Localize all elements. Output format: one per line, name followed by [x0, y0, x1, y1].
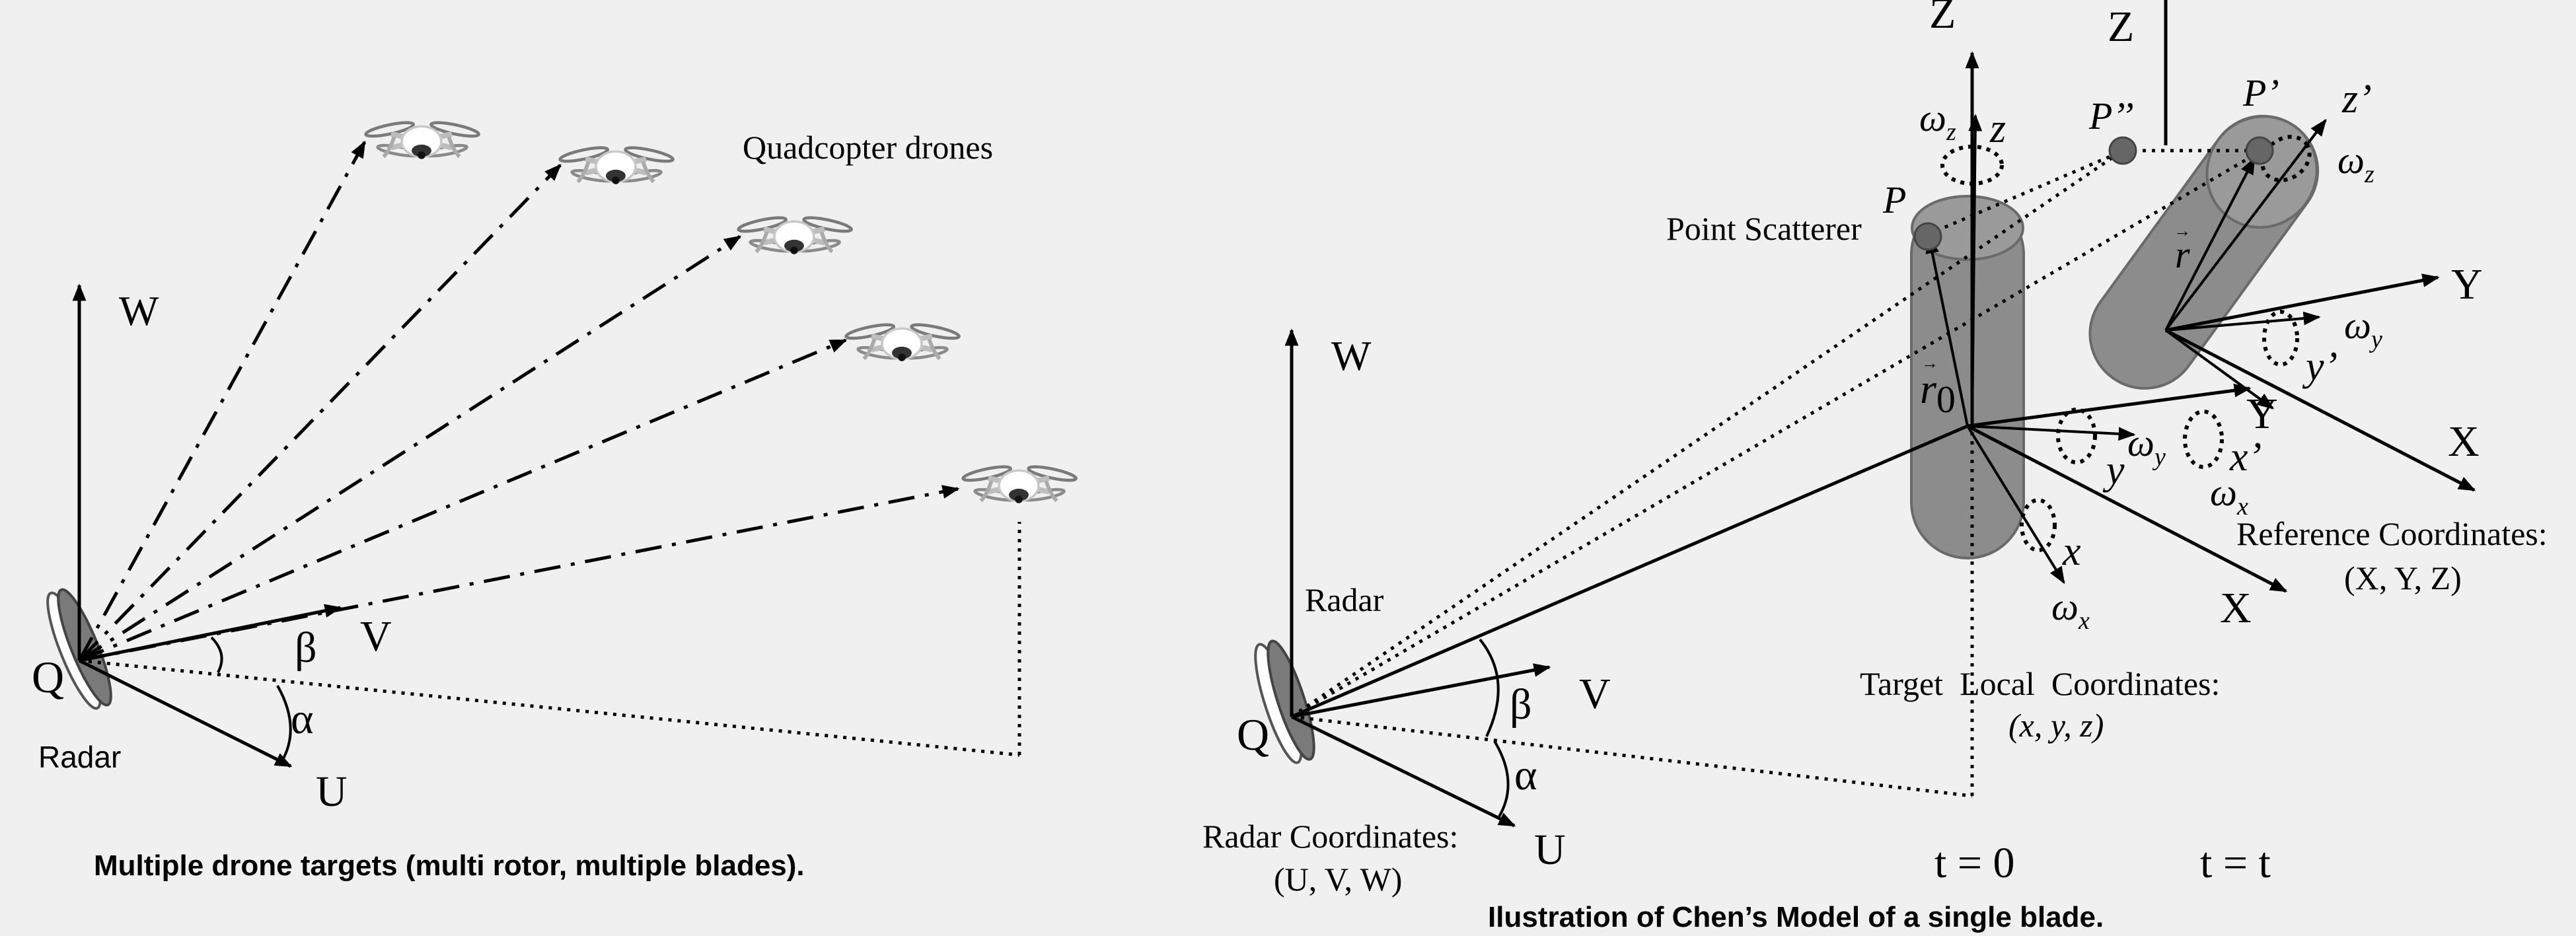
left-sightlines [77, 140, 960, 663]
right-axis-v-label: V [1579, 670, 1611, 718]
drone-icon [962, 464, 1077, 503]
local-axis-z-t [2164, 118, 2327, 332]
ref-x-t-label: X [2448, 417, 2480, 466]
local-axis-y-t [2165, 311, 2321, 332]
omega-z-t0-label: ωz [1919, 96, 1956, 146]
r0-arrow-label: → [1921, 353, 1938, 373]
local-x-t0-label: x [2062, 529, 2081, 574]
left-caption: Multiple drone targets (multi rotor, mul… [94, 849, 805, 882]
right-alpha-label: α [1514, 751, 1537, 799]
point-p [1913, 222, 1942, 251]
ref-y-t0-label: Y [2246, 390, 2278, 438]
local-x-prime-label: x’ [2229, 435, 2262, 480]
r0-vector-label: r0 [1920, 365, 1956, 421]
p-prime-label: P’ [2242, 71, 2279, 114]
drones-label: Quadcopter drones [743, 129, 993, 166]
drone-icon [737, 215, 852, 254]
rotation-indicators-t0 [1940, 145, 2097, 552]
right-axis-u [1290, 715, 1516, 828]
ref-axis-x-t [2164, 328, 2476, 492]
drone-icon [845, 322, 960, 361]
p-double-prime-label: P’’ [2088, 94, 2134, 137]
local-axis-z-t0 [1968, 114, 1983, 427]
time-t0-label: t = 0 [1934, 839, 2015, 887]
local-axis-x-t [2164, 329, 2275, 410]
left-axis-u-label: U [316, 768, 348, 816]
local-y-prime-label: y’ [2302, 344, 2337, 389]
p-label: P [1882, 178, 1906, 221]
left-axis-u [78, 659, 293, 768]
right-panel: W V U Q β α Radar Radar Coordinates: (U,… [1202, 0, 2548, 933]
radar-to-target-line [1291, 424, 1968, 719]
ref-axis-x-t0 [1966, 424, 2288, 593]
left-panel: W V U Q β α Radar Quadcopter drones Mult… [32, 120, 1077, 882]
right-origin-label: Q [1237, 709, 1269, 760]
ref-coords-title: Reference Coordinates: [2236, 515, 2548, 552]
sightline-2 [78, 164, 562, 662]
point-scatterer-label: Point Scatterer [1666, 210, 1862, 247]
time-t-label: t = t [2200, 839, 2271, 887]
sightline-3 [78, 234, 742, 663]
left-beta-label: β [295, 624, 317, 672]
sightline-5 [79, 485, 960, 663]
ref-axis-y-t [2165, 273, 2440, 332]
omega-x-t-label: ωx [2210, 471, 2248, 521]
left-origin-label: Q [32, 652, 64, 702]
drone-icon [559, 145, 674, 184]
target-coords-value: (x, y, z) [2008, 707, 2104, 744]
ref-z-t0-label: Z [1929, 0, 1956, 38]
r-vector-label: r [2175, 233, 2190, 276]
left-ground-line [79, 522, 1021, 757]
local-z-t0-label: z [1989, 106, 2006, 151]
point-p-prime [2245, 136, 2274, 165]
right-alpha-arc [1493, 740, 1510, 819]
right-beta-arc [1479, 638, 1500, 737]
r-arrow-label: → [2174, 221, 2191, 240]
ref-z-t-label: Z [2108, 3, 2134, 51]
right-axis-v [1291, 663, 1551, 719]
right-caption: Ilustration of Chen’s Model of a single … [1488, 901, 2104, 933]
point-p-double-prime [2108, 136, 2137, 165]
r0-vector [1925, 236, 1969, 427]
left-alpha-arc [276, 685, 292, 760]
omega-y-t-label: ωy [2344, 304, 2382, 353]
ref-axis-y-t0 [1967, 383, 2252, 428]
radar-coords-title: Radar Coordinates: [1202, 818, 1458, 855]
right-radar-label: Radar [1305, 581, 1384, 618]
right-beta-label: β [1510, 680, 1532, 729]
drone-icon [365, 120, 480, 159]
right-dotted-lines [1290, 149, 2261, 798]
left-axis-w-label: W [119, 287, 159, 334]
left-beta-arc [210, 636, 223, 673]
rotation-indicators-t [2183, 135, 2312, 469]
radar-coords-value: (U, V, W) [1274, 861, 1402, 898]
omega-z-t-label: ωz [2337, 139, 2374, 188]
ref-y-t-label: Y [2451, 260, 2483, 308]
sightline-1 [77, 140, 367, 662]
local-axis-x-t0 [1966, 425, 2065, 585]
sightline-4 [79, 338, 848, 663]
omega-x-t0-label: ωx [2051, 585, 2090, 635]
left-axis-v-label: V [360, 612, 392, 661]
right-axis-w-label: W [1331, 332, 1372, 379]
left-radar-label: Radar [38, 740, 121, 774]
blade-cylinder-t [2088, 114, 2320, 390]
local-axis-y-t0 [1967, 425, 2136, 441]
left-radar-dish [46, 588, 112, 710]
ref-coords-value: (X, Y, Z) [2344, 559, 2462, 596]
local-y-t0-label: y [2102, 448, 2125, 493]
r-vector [2164, 157, 2256, 331]
ref-x-t0-label: X [2220, 584, 2252, 632]
target-coords-title: Target Local Coordinates: [1860, 665, 2220, 702]
omega-y-t0-label: ωy [2127, 421, 2166, 471]
local-z-prime-label: z’ [2341, 77, 2372, 122]
left-alpha-label: α [291, 695, 314, 743]
right-axis-u-label: U [1534, 826, 1566, 874]
